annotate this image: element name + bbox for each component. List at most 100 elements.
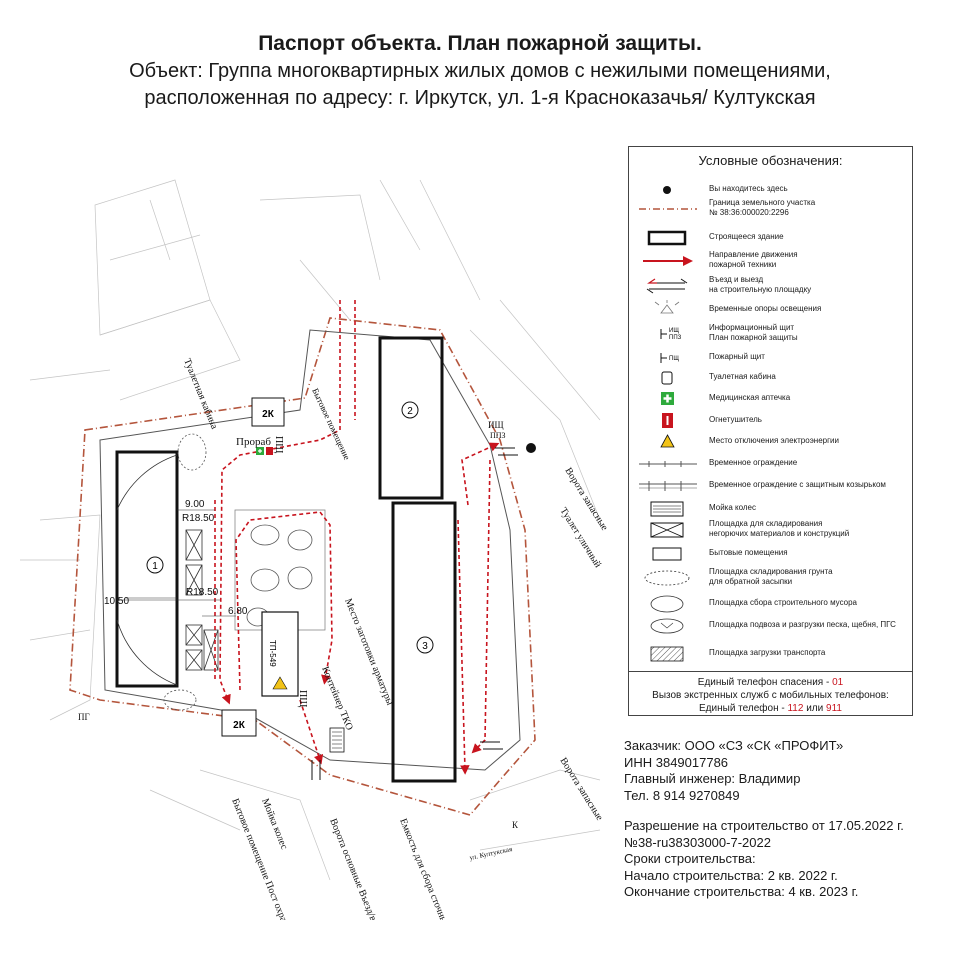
legend-item-label: Туалетная кабина <box>709 372 776 381</box>
header: Паспорт объекта. План пожарной защиты. О… <box>0 30 960 112</box>
label-k: К <box>512 820 519 830</box>
legend-item-label: Строящееся здание <box>709 232 784 241</box>
legend-item: Огнетушитель <box>629 410 912 432</box>
legend-item: Площадка сбора строительного мусора <box>629 593 912 615</box>
page-title: Паспорт объекта. План пожарной защиты. <box>258 32 702 55</box>
toilet-cabin-icon <box>661 371 673 385</box>
legend-item: Строящееся здание <box>629 227 912 249</box>
two-way-arrow-icon <box>646 278 688 294</box>
rescue-phone-text: Единый телефон спасения - <box>697 677 833 688</box>
svg-text:ППЗ: ППЗ <box>669 335 682 341</box>
truck-loading-icon <box>650 646 684 662</box>
fire-extinguisher-icon <box>662 413 673 428</box>
svg-text:ПЩ: ПЩ <box>669 356 679 362</box>
fire-route-arrow-icon <box>643 256 693 266</box>
permit: Разрешение на строительство от 17.05.202… <box>624 818 904 833</box>
emergency-phones: Единый телефон спасения - 01 Вызов экстр… <box>629 671 912 715</box>
gate-entry-arrows <box>311 447 518 780</box>
legend-item: Временное ограждение <box>629 453 912 475</box>
legend-item-label: Огнетушитель <box>709 415 762 424</box>
label-pg: ПГ <box>78 712 90 722</box>
legend-item: Временное ограждение с защитным козырько… <box>629 475 912 497</box>
site-cabin-icon <box>652 547 682 561</box>
building-rect-icon <box>647 230 687 246</box>
dim-r18-top: R18.50 <box>182 513 215 524</box>
legend-item-label: Площадка сбора строительного мусора <box>709 598 857 607</box>
legend-item-label: Место отключения электроэнергии <box>709 436 839 445</box>
legend-item-label: Информационный щит План пожарной защиты <box>709 323 798 342</box>
label-wastewater: Емкость для сбора сточных вод <box>397 817 457 920</box>
temporary-fence <box>99 329 521 771</box>
legend-item-label: Площадка для складирования негорючих мат… <box>709 519 850 538</box>
legend-item: Площадка складирования грунта для обратн… <box>629 567 912 589</box>
legend-item: Место отключения электроэнергии <box>629 431 912 453</box>
legend-item-label: Бытовые помещения <box>709 548 788 557</box>
end-date: Окончание строительства: 4 кв. 2023 г. <box>624 884 859 899</box>
legend-item: Площадка подвоза и разгрузки песка, щебн… <box>629 615 912 637</box>
change-room-bottom: 2К <box>221 709 257 737</box>
building-2: 2 <box>378 336 444 500</box>
legend-title: Условные обозначения: <box>698 153 843 168</box>
change-2k-top: 2К <box>262 409 275 420</box>
debris-area-icon <box>650 595 684 613</box>
legend-item: ПЩ Пожарный щит <box>629 347 912 369</box>
dim-r18-bottom: R18.50 <box>186 587 219 598</box>
sand-unload-icon <box>650 618 684 634</box>
dim-9-00: 9.00 <box>185 499 205 510</box>
label-change-room: Бытовое помещение <box>310 387 352 462</box>
fence-with-canopy-icon <box>639 481 697 491</box>
inn: ИНН 3849017786 <box>624 754 729 770</box>
soil-and-debris-areas <box>163 433 326 711</box>
start-date: Начало строительства: 2 кв. 2022 г. <box>624 867 838 883</box>
dimension-lines <box>125 509 236 617</box>
legend-item-label: Граница земельного участка № 38:36:00002… <box>709 198 816 217</box>
land-boundary <box>69 317 536 816</box>
legend-item-label: Временные опоры освещения <box>709 304 822 313</box>
phone-911: 911 <box>826 703 842 714</box>
svg-text:ИЩ: ИЩ <box>669 328 679 334</box>
tp-label: ТП-549 <box>268 640 277 667</box>
legend-item: Направление движения пожарной техники <box>629 250 912 272</box>
rescue-phone-line: Единый телефон спасения - 01 <box>629 676 912 689</box>
change-2k-bottom: 2К <box>233 720 246 731</box>
light-pole-icon <box>654 300 680 314</box>
label-pshch: ПЩ <box>273 436 284 453</box>
legend-item-label: Въезд и выезд на строительную площадку <box>709 275 812 294</box>
chief-engineer: Главный инженер: Владимир <box>624 771 801 786</box>
building-1: 1 <box>115 450 179 688</box>
label-street: ул. Култукская <box>469 845 514 862</box>
label-change-guard: Бытовое помещение Пост охраны <box>229 797 293 920</box>
wheel-wash-icon <box>650 501 684 517</box>
dim-10-50: 10.50 <box>104 596 129 607</box>
cadastral-background <box>20 179 601 881</box>
fire-truck-routes <box>214 300 500 775</box>
customer: Заказчик: ООО «СЗ «СК «ПРОФИТ» <box>624 738 844 753</box>
label-ppz: ППЗ <box>490 431 506 440</box>
label-wheel-wash: Мойка колес <box>259 797 290 852</box>
legend: Условные обозначения: Вы находитесь здес… <box>628 146 913 716</box>
legend-item-label: Площадка загрузки транспорта <box>709 648 826 657</box>
you-are-here-marker <box>526 443 536 453</box>
legend-item-label: Пожарный щит <box>709 352 765 361</box>
legend-item: Временные опоры освещения <box>629 299 912 321</box>
subtitle-line-1: Объект: Группа многоквартирных жилых дом… <box>129 60 831 82</box>
wheel-wash-area <box>329 727 345 753</box>
phone: Тел. 8 914 9270849 <box>624 787 740 803</box>
you-are-here-dot-icon <box>663 186 671 194</box>
label-pshch-bottom: ПЩ <box>297 690 308 707</box>
building-3: 3 <box>391 501 457 783</box>
legend-item: Туалетная кабина <box>629 367 912 389</box>
label-gate-reserve-bottom: Ворота запасные <box>557 756 605 823</box>
legend-item-label: Временное ограждение с защитным козырько… <box>709 480 886 489</box>
storage-area-icon <box>650 522 684 538</box>
legend-item: Граница земельного участка № 38:36:00002… <box>629 198 912 220</box>
legend-item: Медицинская аптечка <box>629 388 912 410</box>
project-info: Заказчик: ООО «СЗ «СК «ПРОФИТ» ИНН 38490… <box>624 738 954 901</box>
building-2-number: 2 <box>407 406 413 417</box>
fire-board-icon: ПЩ <box>660 353 679 363</box>
legend-item-label: Медицинская аптечка <box>709 393 791 402</box>
mobile-text: Вызов экстренных служб с мобильных телеф… <box>652 690 889 701</box>
change-room-top: 2К <box>251 397 285 427</box>
